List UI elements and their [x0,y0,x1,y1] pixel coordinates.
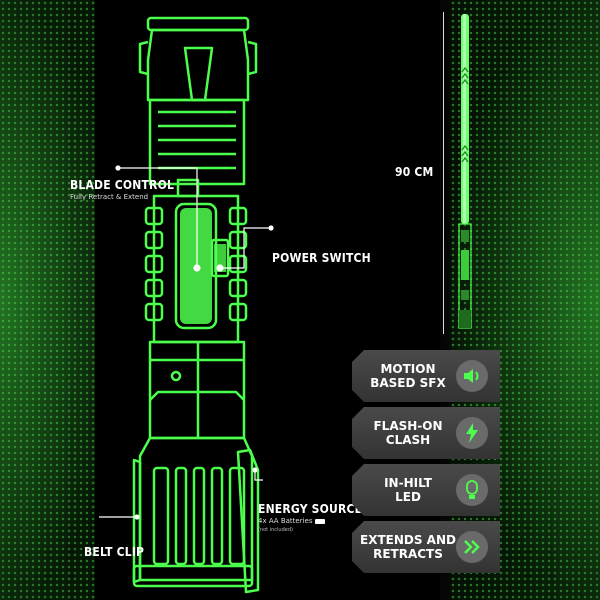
lightning-icon [456,417,488,449]
energy-source-sublabel: 4x AA Batteries [258,517,325,525]
blade-control-sublabel: Fully Retract & Extend [70,193,149,201]
energy-source-note: (not included) [258,527,293,533]
belt-clip-label: BELT CLIP [84,545,145,559]
speaker-icon [456,360,488,392]
double-chevron-icon [456,531,488,563]
full-saber-illustration [458,14,472,329]
blade-control-label: BLADE CONTROL [70,178,175,192]
energy-source-label: ENERGY SOURCE [258,502,363,516]
bulb-icon [456,474,488,506]
power-switch-label: POWER SWITCH [272,251,371,265]
battery-icon [314,518,325,524]
length-dimension-line [443,12,444,334]
length-label: 90 CM [395,165,434,179]
